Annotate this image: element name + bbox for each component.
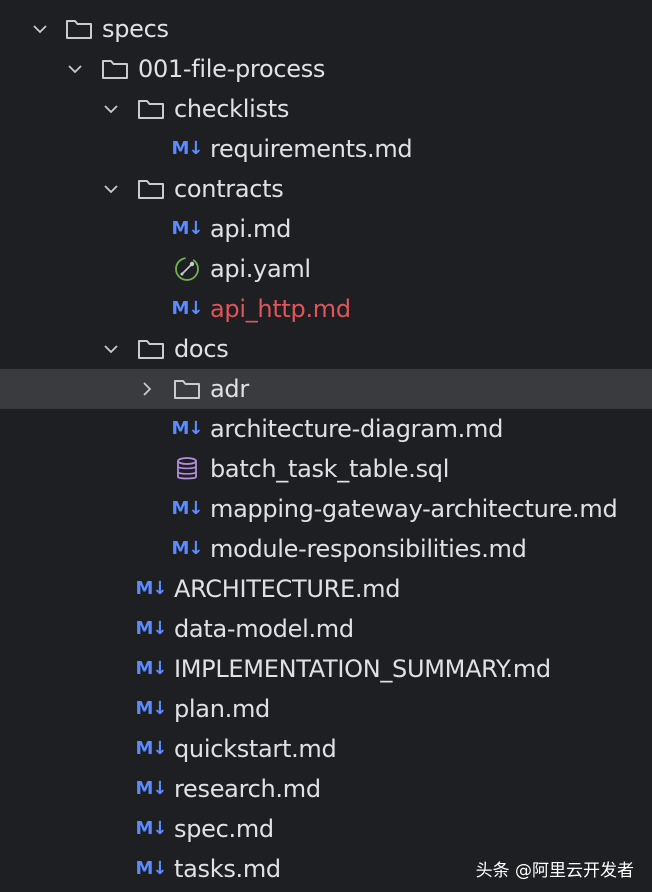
markdown-icon: M↓ — [171, 418, 204, 439]
markdown-icon: M↓ — [171, 538, 204, 559]
tree-node-architecture-md[interactable]: M↓ ARCHITECTURE.md — [0, 569, 652, 609]
chevron-right-icon[interactable] — [139, 381, 155, 397]
tree-label: spec.md — [174, 815, 274, 843]
tree-label: batch_task_table.sql — [210, 455, 450, 483]
tree-label: module-responsibilities.md — [210, 535, 527, 563]
markdown-icon: M↓ — [135, 578, 168, 599]
folder-icon — [136, 176, 166, 202]
markdown-icon: M↓ — [135, 698, 168, 719]
tree-node-tasks-md[interactable]: M↓ tasks.md — [0, 849, 652, 889]
markdown-icon: M↓ — [135, 858, 168, 879]
tree-node-quickstart-md[interactable]: M↓ quickstart.md — [0, 729, 652, 769]
folder-icon — [136, 96, 166, 122]
watermark: 头条 @阿里云开发者 — [475, 861, 634, 881]
tree-node-api-yaml[interactable]: api.yaml — [0, 249, 652, 289]
tree-label: specs — [102, 15, 169, 43]
tree-label-modified: api_http.md — [210, 295, 351, 323]
tree-label: api.yaml — [210, 255, 311, 283]
tree-label: docs — [174, 335, 229, 363]
tree-node-api-md[interactable]: M↓ api.md — [0, 209, 652, 249]
markdown-icon: M↓ — [171, 218, 204, 239]
folder-icon — [100, 56, 130, 82]
tree-node-module-responsibilities-md[interactable]: M↓ module-responsibilities.md — [0, 529, 652, 569]
folder-icon — [136, 336, 166, 362]
chevron-down-icon[interactable] — [32, 21, 48, 37]
tree-label: contracts — [174, 175, 284, 203]
tree-label: research.md — [174, 775, 321, 803]
tree-label: architecture-diagram.md — [210, 415, 504, 443]
chevron-down-icon[interactable] — [103, 341, 119, 357]
tree-node-001-file-process[interactable]: 001-file-process — [0, 49, 652, 89]
tree-label: checklists — [174, 95, 290, 123]
tree-node-architecture-diagram-md[interactable]: M↓ architecture-diagram.md — [0, 409, 652, 449]
tree-label: plan.md — [174, 695, 270, 723]
chevron-down-icon[interactable] — [67, 61, 83, 77]
folder-icon — [172, 376, 202, 402]
tree-node-research-md[interactable]: M↓ research.md — [0, 769, 652, 809]
cut-off-row — [110, 0, 380, 2]
markdown-icon: M↓ — [135, 738, 168, 759]
folder-icon — [64, 16, 94, 42]
chevron-down-icon[interactable] — [103, 101, 119, 117]
tree-node-data-model-md[interactable]: M↓ data-model.md — [0, 609, 652, 649]
markdown-icon: M↓ — [171, 498, 204, 519]
markdown-icon: M↓ — [171, 138, 204, 159]
tree-label: adr — [210, 375, 249, 403]
tree-label: ARCHITECTURE.md — [174, 575, 401, 603]
tree-node-contracts[interactable]: contracts — [0, 169, 652, 209]
chevron-down-icon[interactable] — [103, 181, 119, 197]
markdown-icon: M↓ — [135, 778, 168, 799]
tree-node-plan-md[interactable]: M↓ plan.md — [0, 689, 652, 729]
tree-node-spec-md[interactable]: M↓ spec.md — [0, 809, 652, 849]
tree-node-checklists[interactable]: checklists — [0, 89, 652, 129]
markdown-icon: M↓ — [135, 618, 168, 639]
database-icon — [172, 456, 202, 482]
tree-label: mapping-gateway-architecture.md — [210, 495, 618, 523]
markdown-icon: M↓ — [171, 298, 204, 319]
tree-node-mapping-gateway-architecture-md[interactable]: M↓ mapping-gateway-architecture.md — [0, 489, 652, 529]
tree-label: IMPLEMENTATION_SUMMARY.md — [174, 655, 551, 683]
tree-node-batch-task-table-sql[interactable]: batch_task_table.sql — [0, 449, 652, 489]
tree-label: tasks.md — [174, 855, 281, 883]
tree-node-docs[interactable]: docs — [0, 329, 652, 369]
markdown-icon: M↓ — [135, 658, 168, 679]
tree-node-requirements-md[interactable]: M↓ requirements.md — [0, 129, 652, 169]
tree-label: requirements.md — [210, 135, 413, 163]
tree-label: api.md — [210, 215, 292, 243]
tree-label: quickstart.md — [174, 735, 337, 763]
markdown-icon: M↓ — [135, 818, 168, 839]
openapi-icon — [172, 256, 202, 282]
tree-node-specs[interactable]: specs — [0, 9, 652, 49]
tree-node-api-http-md[interactable]: M↓ api_http.md — [0, 289, 652, 329]
tree-node-implementation-summary-md[interactable]: M↓ IMPLEMENTATION_SUMMARY.md — [0, 649, 652, 689]
tree-node-adr[interactable]: adr — [0, 369, 652, 409]
tree-label: 001-file-process — [138, 55, 326, 83]
tree-label: data-model.md — [174, 615, 354, 643]
